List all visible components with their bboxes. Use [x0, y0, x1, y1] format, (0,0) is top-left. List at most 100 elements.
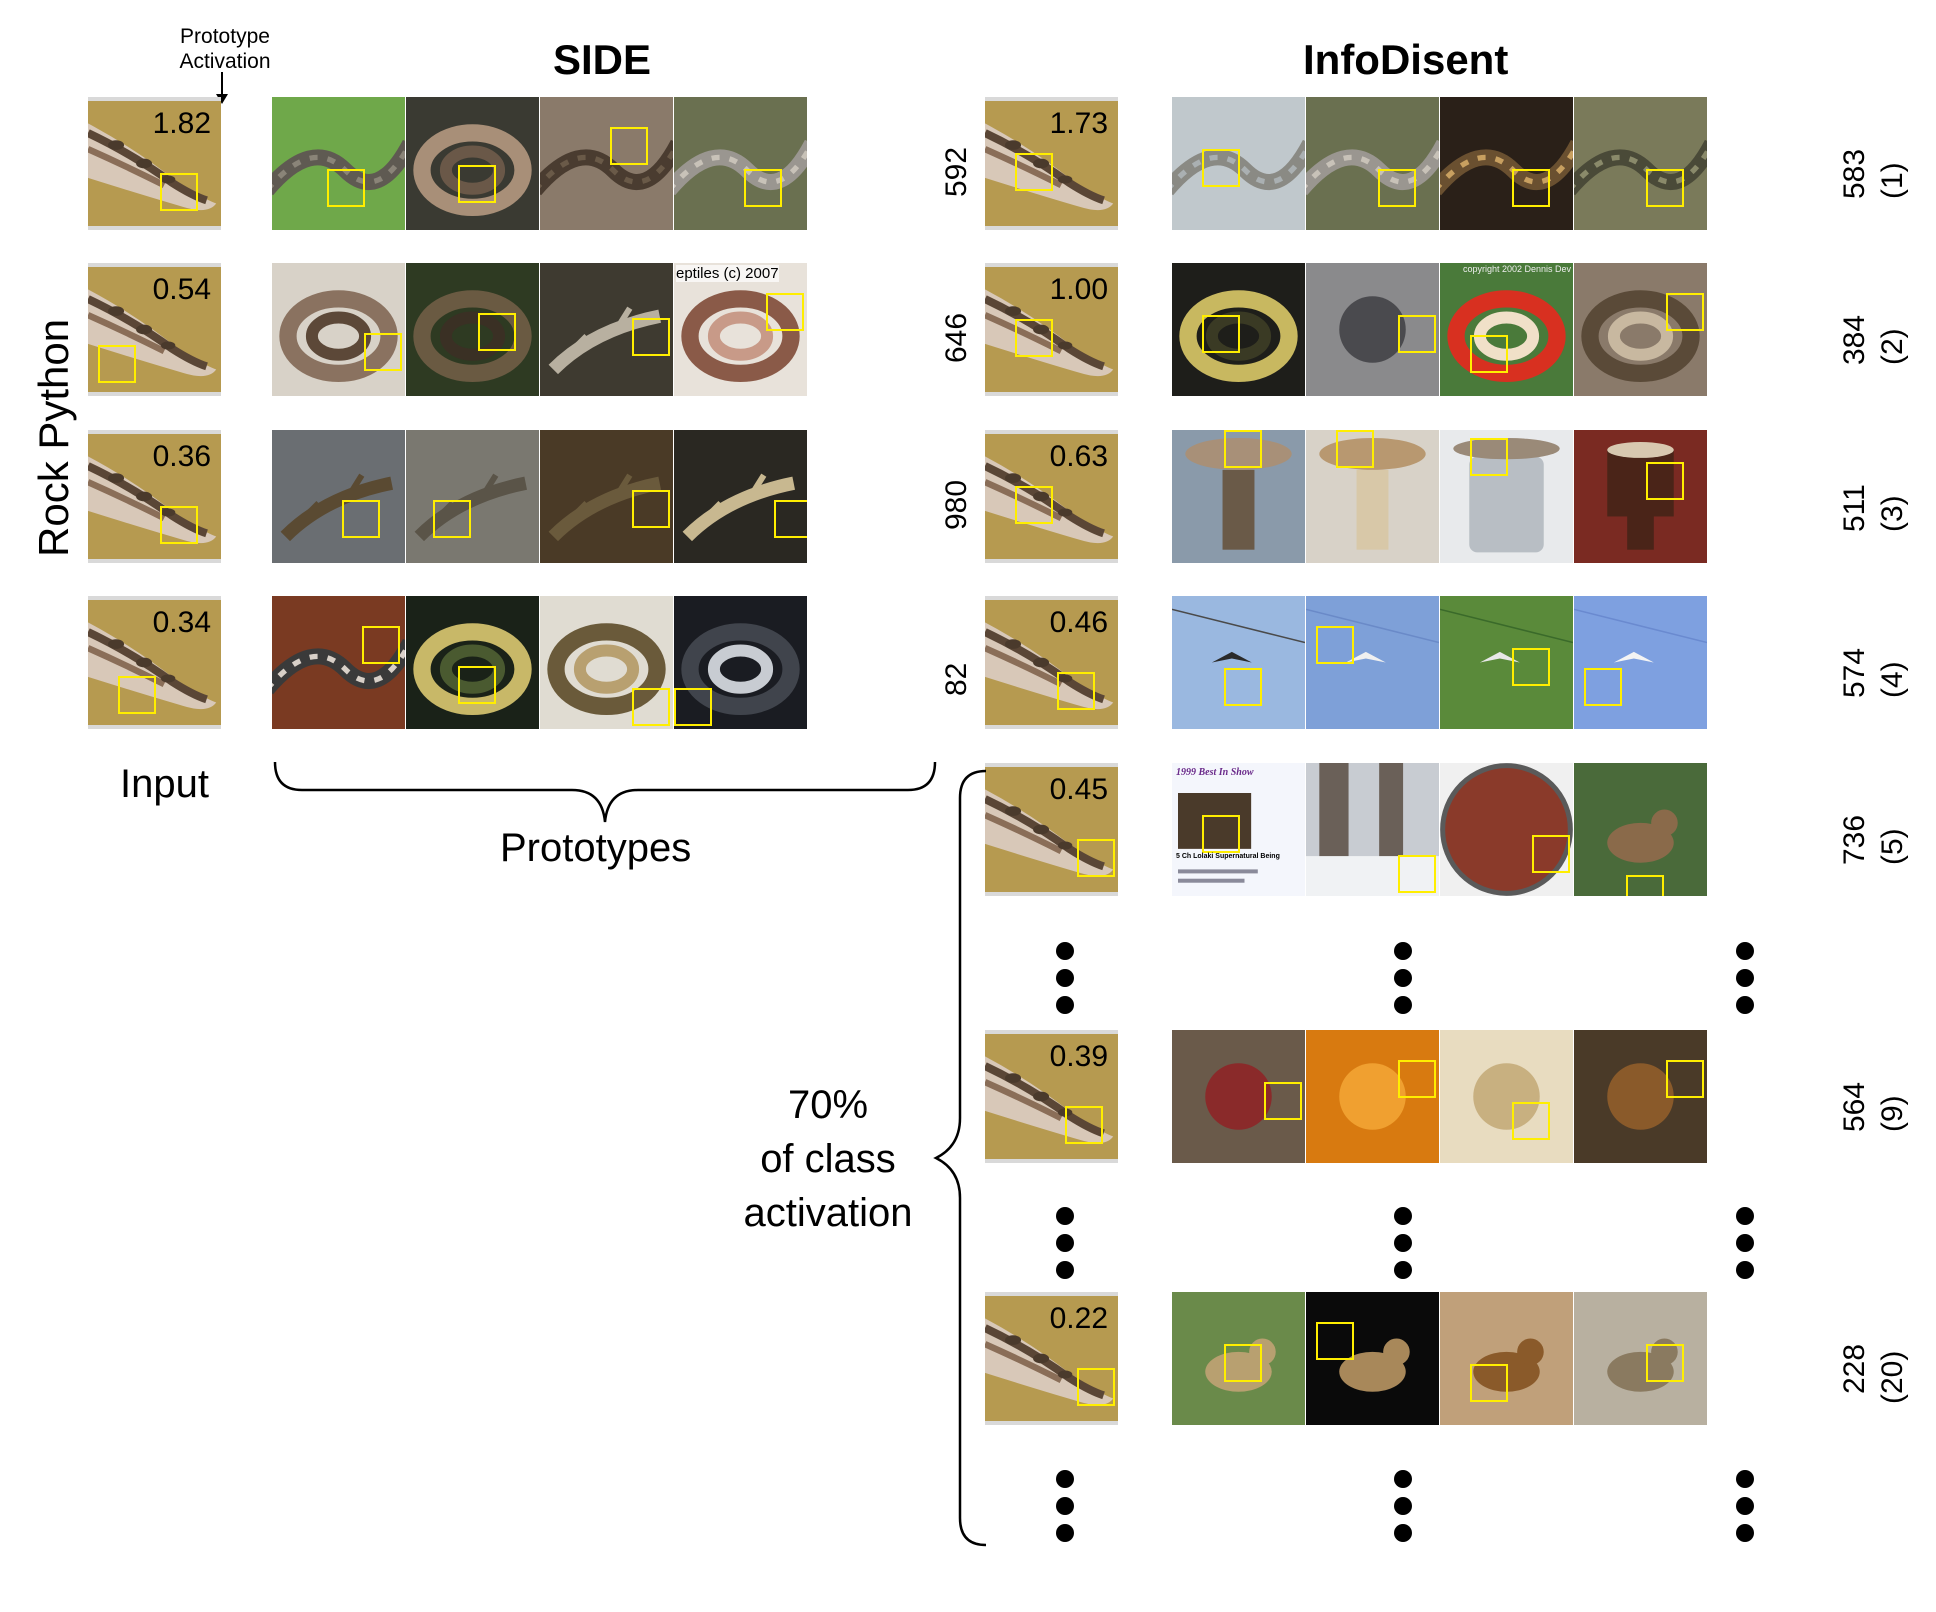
side-input-image: 0.54 — [88, 263, 221, 396]
prototype-activation: 0.63 — [1049, 440, 1108, 473]
highlight-box — [433, 500, 471, 538]
ellipsis-dot — [1056, 1524, 1074, 1542]
ellipsis-dot — [1736, 1261, 1754, 1279]
highlight-box — [1224, 668, 1262, 706]
side-prototype-image — [674, 430, 807, 563]
highlight-box — [362, 626, 400, 664]
highlight-box — [1264, 1082, 1302, 1120]
coverage-label: 70% of class activation — [718, 1078, 938, 1240]
highlight-box — [1398, 855, 1436, 893]
highlight-box — [1202, 815, 1240, 853]
prototype-activation: 0.22 — [1049, 1302, 1108, 1335]
highlight-box — [1015, 319, 1053, 357]
ellipsis-dot — [1056, 996, 1074, 1014]
side-input-image: 0.36 — [88, 430, 221, 563]
prototype-activation: 0.39 — [1049, 1040, 1108, 1073]
prototype-rank: (20) — [1876, 1350, 1909, 1404]
page-caption-text: 5 Ch Lolaki Supernatural Being — [1176, 853, 1280, 860]
side-prototype-image: eptiles (c) 2007 — [674, 263, 807, 396]
infodisent-prototype-image — [1574, 97, 1707, 230]
prototype-id: 583 — [1838, 148, 1871, 199]
activation-caption-line2: Activation — [179, 50, 271, 73]
highlight-box — [1202, 315, 1240, 353]
highlight-box — [1666, 293, 1704, 331]
activation-caption: Prototype Activation — [170, 24, 280, 74]
prototype-id: 736 — [1838, 814, 1871, 865]
ellipsis-dot — [1394, 1261, 1412, 1279]
highlight-box — [1378, 169, 1416, 207]
highlight-box — [1512, 1102, 1550, 1140]
infodisent-prototype-image — [1306, 763, 1439, 896]
prototype-rank: (1) — [1876, 162, 1909, 199]
infodisent-prototype-image — [1574, 263, 1707, 396]
highlight-box — [632, 318, 670, 356]
highlight-box — [1646, 169, 1684, 207]
prototype-activation: 1.82 — [152, 107, 211, 140]
prototype-activation: 0.34 — [152, 606, 211, 639]
infodisent-input-image: 0.46 — [985, 596, 1118, 729]
prototype-activation: 1.00 — [1049, 273, 1108, 306]
prototype-rank: (2) — [1876, 328, 1909, 365]
infodisent-input-image: 0.45 — [985, 763, 1118, 896]
ellipsis-dot — [1736, 996, 1754, 1014]
ellipsis-dot — [1394, 1207, 1412, 1225]
highlight-box — [610, 127, 648, 165]
highlight-box — [1646, 1344, 1684, 1382]
coverage-brace — [933, 769, 987, 1547]
infodisent-prototype-image — [1306, 1030, 1439, 1163]
highlight-box — [1316, 1322, 1354, 1360]
ellipsis-dot — [1394, 996, 1412, 1014]
prototype-id: 228 — [1838, 1343, 1871, 1394]
infodisent-input-image: 1.00 — [985, 263, 1118, 396]
ellipsis-dot — [1056, 1470, 1074, 1488]
ellipsis-dot — [1394, 1497, 1412, 1515]
highlight-box — [774, 500, 807, 538]
side-prototype-image — [406, 596, 539, 729]
highlight-box — [1015, 153, 1053, 191]
highlight-box — [1065, 1106, 1103, 1144]
class-label: Rock Python — [30, 318, 77, 557]
prototype-rank: (4) — [1876, 661, 1909, 698]
infodisent-prototype-image — [1440, 763, 1573, 896]
highlight-box — [458, 666, 496, 704]
highlight-box — [632, 688, 670, 726]
activation-arrow — [216, 72, 228, 104]
highlight-box — [1077, 839, 1115, 877]
highlight-box — [1646, 462, 1684, 500]
prototype-activation: 0.36 — [152, 440, 211, 473]
infodisent-prototype-image — [1172, 1292, 1305, 1425]
ellipsis-dot — [1394, 969, 1412, 987]
ellipsis-dot — [1736, 1234, 1754, 1252]
prototypes-label: Prototypes — [500, 826, 692, 870]
highlight-box — [1512, 169, 1550, 207]
ellipsis-dot — [1056, 1234, 1074, 1252]
highlight-box — [1626, 875, 1664, 896]
highlight-box — [1398, 1060, 1436, 1098]
highlight-box — [1470, 335, 1508, 373]
side-input-image: 0.34 — [88, 596, 221, 729]
coverage-line-3: activation — [743, 1191, 913, 1235]
infodisent-input-image: 0.22 — [985, 1292, 1118, 1425]
infodisent-prototype-image — [1306, 97, 1439, 230]
prototype-rank: (3) — [1876, 495, 1909, 532]
highlight-box — [1470, 1364, 1508, 1402]
highlight-box — [1077, 1368, 1115, 1406]
prototype-activation: 1.73 — [1049, 107, 1108, 140]
infodisent-prototype-image — [1574, 763, 1707, 896]
side-prototype-image — [406, 263, 539, 396]
highlight-box — [1202, 149, 1240, 187]
infodisent-prototype-image — [1306, 263, 1439, 396]
image-watermark: copyright 2002 Dennis Dev — [1462, 264, 1571, 274]
side-prototype-image — [272, 596, 405, 729]
infodisent-prototype-image — [1172, 263, 1305, 396]
highlight-box — [342, 500, 380, 538]
prototype-id: 564 — [1838, 1081, 1871, 1132]
activation-caption-line1: Prototype — [180, 25, 270, 48]
prototype-rank: (9) — [1876, 1095, 1909, 1132]
highlight-box — [1532, 835, 1570, 873]
ellipsis-dot — [1056, 1207, 1074, 1225]
highlight-box — [1470, 438, 1508, 476]
infodisent-prototype-image — [1306, 430, 1439, 563]
infodisent-title: InfoDisent — [1303, 36, 1509, 83]
infodisent-prototype-image — [1440, 430, 1573, 563]
